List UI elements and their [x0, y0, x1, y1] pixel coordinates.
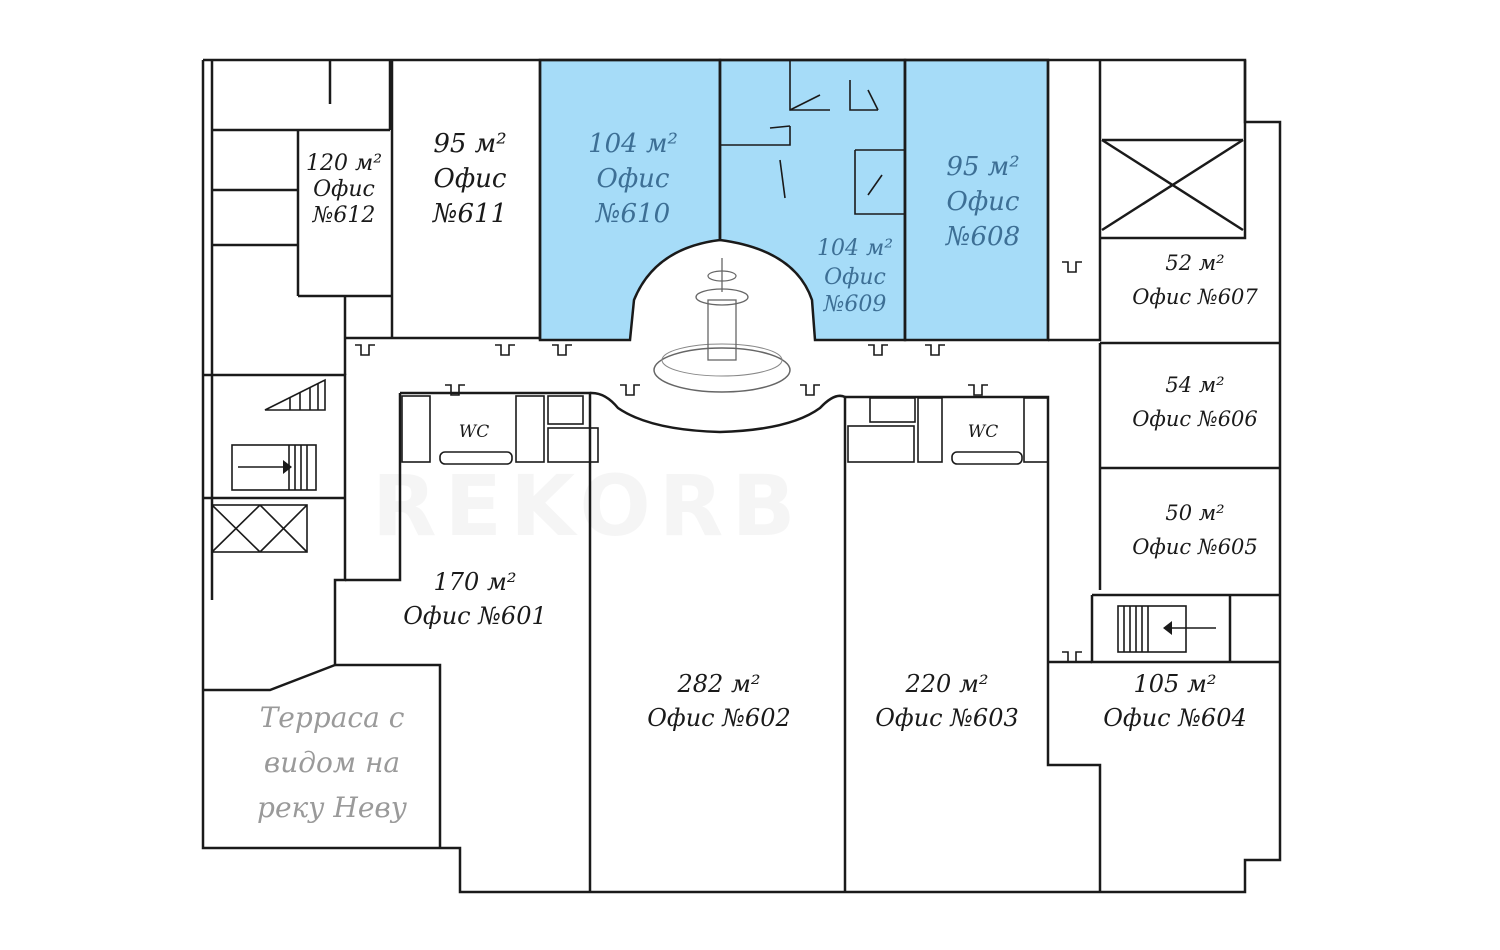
office-610-label: 104 м² Офис №610 — [588, 129, 678, 229]
terrace-label: Терраса с видом на реку Неву — [257, 701, 408, 824]
svg-text:Офис: Офис — [597, 164, 670, 194]
office-602-label: 282 м² Офис №602 — [647, 670, 791, 732]
svg-text:Офис №602: Офис №602 — [647, 704, 791, 732]
office-609-area[interactable] — [718, 58, 907, 342]
stairs-left — [231, 378, 326, 491]
svg-text:№610: №610 — [595, 199, 670, 229]
office-609-label: 104 м² Офис №609 — [817, 236, 893, 317]
svg-text:95 м²: 95 м² — [946, 152, 1019, 182]
stairs-right — [1117, 605, 1216, 653]
svg-text:Офис: Офис — [313, 177, 375, 202]
wc-label-left: WC — [459, 422, 489, 442]
svg-text:№608: №608 — [945, 222, 1020, 252]
svg-text:120 м²: 120 м² — [306, 151, 382, 176]
svg-text:54 м²: 54 м² — [1165, 373, 1224, 397]
svg-text:170 м²: 170 м² — [434, 568, 517, 596]
office-609-inner-walls — [720, 60, 905, 215]
svg-text:95 м²: 95 м² — [433, 129, 506, 159]
watermark: REKORB — [372, 457, 804, 555]
svg-text:105 м²: 105 м² — [1134, 670, 1217, 698]
office-604-label: 105 м² Офис №604 — [1103, 670, 1247, 732]
right-wing-walls — [1048, 60, 1280, 664]
office-605-label: 50 м² Офис №605 — [1132, 501, 1258, 559]
svg-text:Офис: Офис — [434, 164, 507, 194]
office-606-label: 54 м² Офис №606 — [1132, 373, 1258, 431]
wc-block-left — [401, 395, 599, 465]
svg-text:50 м²: 50 м² — [1165, 501, 1224, 525]
office-612-label: 120 м² Офис №612 — [306, 151, 382, 228]
svg-text:104 м²: 104 м² — [817, 236, 893, 261]
svg-text:Офис: Офис — [947, 187, 1020, 217]
svg-text:№611: №611 — [432, 199, 507, 229]
lift-shafts-left — [211, 504, 308, 553]
svg-text:Офис: Офис — [824, 265, 886, 290]
svg-text:Офис №606: Офис №606 — [1132, 407, 1258, 431]
top-partitions — [212, 60, 1050, 340]
office-607-label: 52 м² Офис №607 — [1132, 251, 1258, 309]
corridor-walls — [203, 338, 1102, 892]
svg-text:282 м²: 282 м² — [677, 670, 761, 698]
svg-text:№612: №612 — [312, 203, 376, 228]
office-608-label: 95 м² Офис №608 — [945, 152, 1020, 252]
svg-text:Офис №601: Офис №601 — [403, 602, 547, 630]
svg-text:Офис №604: Офис №604 — [1103, 704, 1247, 732]
svg-text:Офис №605: Офис №605 — [1132, 535, 1258, 559]
door-swings — [355, 261, 1082, 663]
office-611-label: 95 м² Офис №611 — [432, 129, 507, 229]
svg-text:видом на: видом на — [264, 746, 400, 779]
wc-label-right: WC — [968, 422, 998, 442]
svg-text:Офис №607: Офис №607 — [1132, 285, 1258, 309]
wc-block-right — [847, 397, 1049, 465]
svg-text:220 м²: 220 м² — [905, 670, 989, 698]
svg-text:Терраса с: Терраса с — [260, 701, 405, 734]
fountain-icon — [653, 258, 791, 393]
svg-text:52 м²: 52 м² — [1165, 251, 1224, 275]
svg-text:104 м²: 104 м² — [588, 129, 678, 159]
office-603-label: 220 м² Офис №603 — [875, 670, 1019, 732]
svg-text:№609: №609 — [823, 292, 887, 317]
svg-text:Офис №603: Офис №603 — [875, 704, 1019, 732]
svg-text:реку Неву: реку Неву — [257, 791, 408, 824]
office-601-label: 170 м² Офис №601 — [403, 568, 547, 630]
